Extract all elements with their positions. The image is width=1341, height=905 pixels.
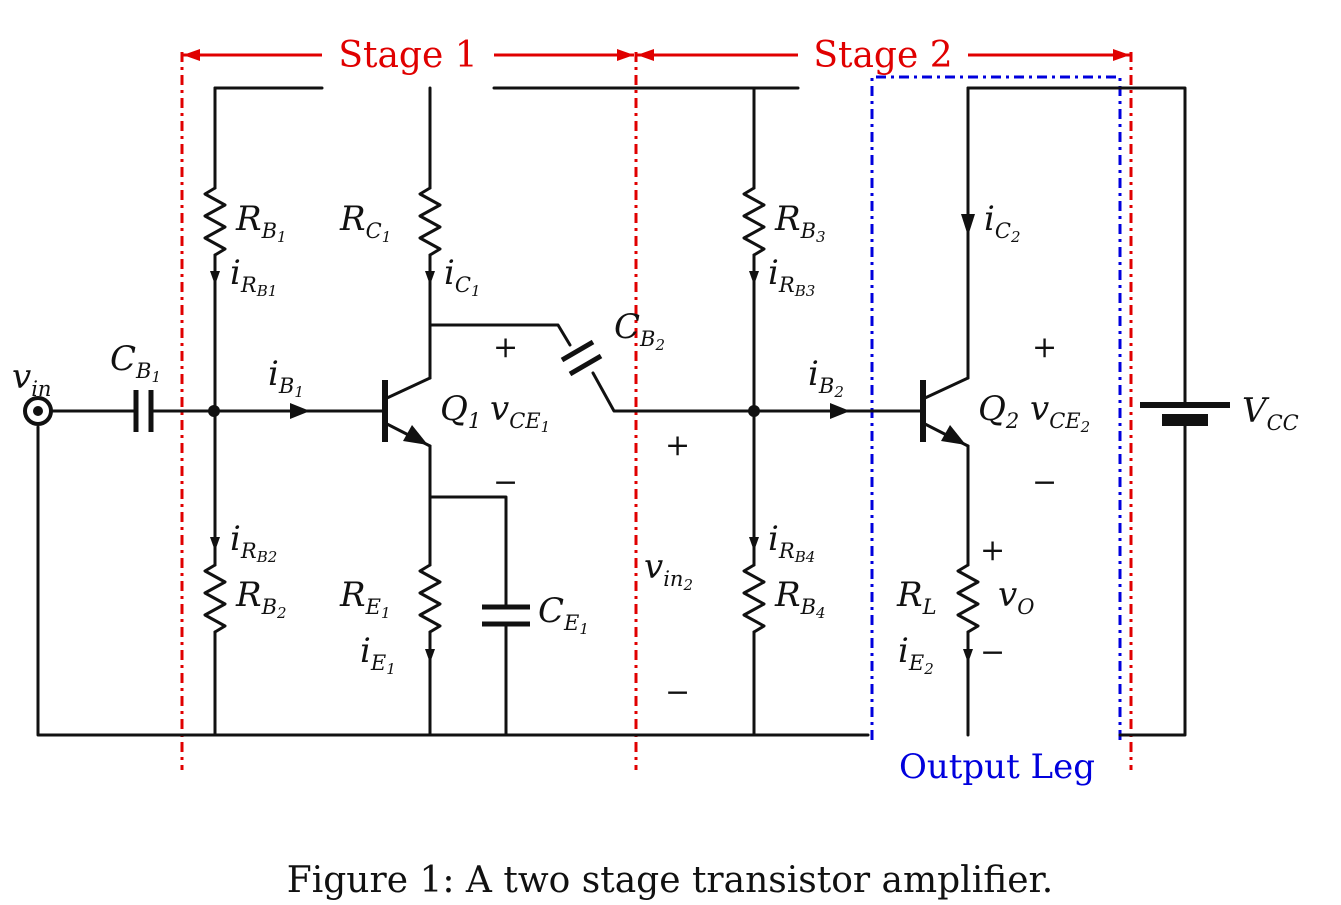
label-vce1: vCE1 <box>490 389 550 436</box>
transistor-q2 <box>856 376 970 448</box>
arrow-ie1 <box>425 649 435 663</box>
figure-caption: Figure 1: A two stage transistor amplifi… <box>287 860 1053 901</box>
output-leg-box: Output Leg <box>870 75 1122 787</box>
battery-vcc <box>1140 402 1230 426</box>
label-q2: Q2 <box>978 389 1019 433</box>
label-vo: vO <box>998 575 1034 619</box>
label-ie1: iE1 <box>360 631 396 678</box>
label-rb2: RB2 <box>235 575 287 622</box>
label-ib2: iB2 <box>808 354 844 401</box>
sign-vce2-plus: + <box>1032 330 1057 365</box>
capacitor-ce1 <box>482 604 530 627</box>
resistor-rb1 <box>203 186 227 257</box>
output-leg-label: Output Leg <box>899 747 1095 787</box>
sign-vin2-minus: − <box>665 675 690 710</box>
capacitor-cb2 <box>560 339 603 377</box>
arrow-irb2 <box>210 537 220 551</box>
resistor-re1 <box>418 563 442 634</box>
resistor-rb3 <box>742 186 766 257</box>
arrow-ie2 <box>963 649 973 663</box>
label-ib1: iB1 <box>268 354 304 401</box>
label-ce1: CE1 <box>538 591 589 638</box>
label-cb1: CB1 <box>110 339 161 386</box>
label-cb2: CB2 <box>614 307 665 354</box>
label-ie2: iE2 <box>898 631 934 678</box>
stage-2-annotation: Stage 2 <box>637 35 1130 76</box>
sign-vce2-minus: − <box>1032 465 1057 500</box>
resistor-rl <box>956 563 980 634</box>
resistor-rc1 <box>418 186 442 257</box>
arrow-ib1 <box>290 403 310 419</box>
capacitor-cb1 <box>133 390 154 432</box>
sign-vce1-plus: + <box>493 330 518 365</box>
label-vcc: VCC <box>1242 391 1299 435</box>
label-vce2: vCE2 <box>1030 389 1090 436</box>
label-rb4: RB4 <box>774 575 826 622</box>
sign-vce1-minus: − <box>493 465 518 500</box>
arrow-irb4 <box>749 537 759 551</box>
arrow-ic1 <box>425 271 435 285</box>
resistor-rb2 <box>203 563 227 634</box>
top-rail-right <box>966 86 1187 407</box>
label-irb3: iRB3 <box>768 253 815 300</box>
label-rl: RL <box>896 575 937 619</box>
label-irb4: iRB4 <box>768 519 815 566</box>
stage-1-annotation: Stage 1 <box>183 35 634 76</box>
sign-vo-minus: − <box>980 635 1005 670</box>
label-rc1: RC1 <box>339 199 391 246</box>
label-re1: RE1 <box>339 575 391 622</box>
transistor-q1 <box>338 376 432 448</box>
arrow-ic2 <box>961 214 975 236</box>
sign-vo-plus: + <box>980 533 1005 568</box>
arrow-ib2 <box>830 403 850 419</box>
arrow-irb1 <box>210 271 220 285</box>
input-terminal <box>23 396 53 426</box>
label-ic1: iC1 <box>444 253 481 300</box>
label-irb1: iRB1 <box>230 253 277 300</box>
label-vin2: vin2 <box>644 547 693 594</box>
ground-rail-left <box>36 425 870 737</box>
ground-rail-right <box>1118 423 1187 737</box>
label-rb3: RB3 <box>774 199 826 246</box>
stage-1-label: Stage 1 <box>338 35 477 76</box>
label-ic2: iC2 <box>984 199 1021 246</box>
label-q1: Q1 <box>440 389 481 433</box>
sign-vin2-plus: + <box>665 428 690 463</box>
stage-2-label: Stage 2 <box>813 35 952 76</box>
resistor-rb4 <box>742 563 766 634</box>
label-vin: vin <box>12 357 51 401</box>
arrow-irb3 <box>749 271 759 285</box>
label-irb2: iRB2 <box>230 519 277 566</box>
label-rb1: RB1 <box>235 199 287 246</box>
